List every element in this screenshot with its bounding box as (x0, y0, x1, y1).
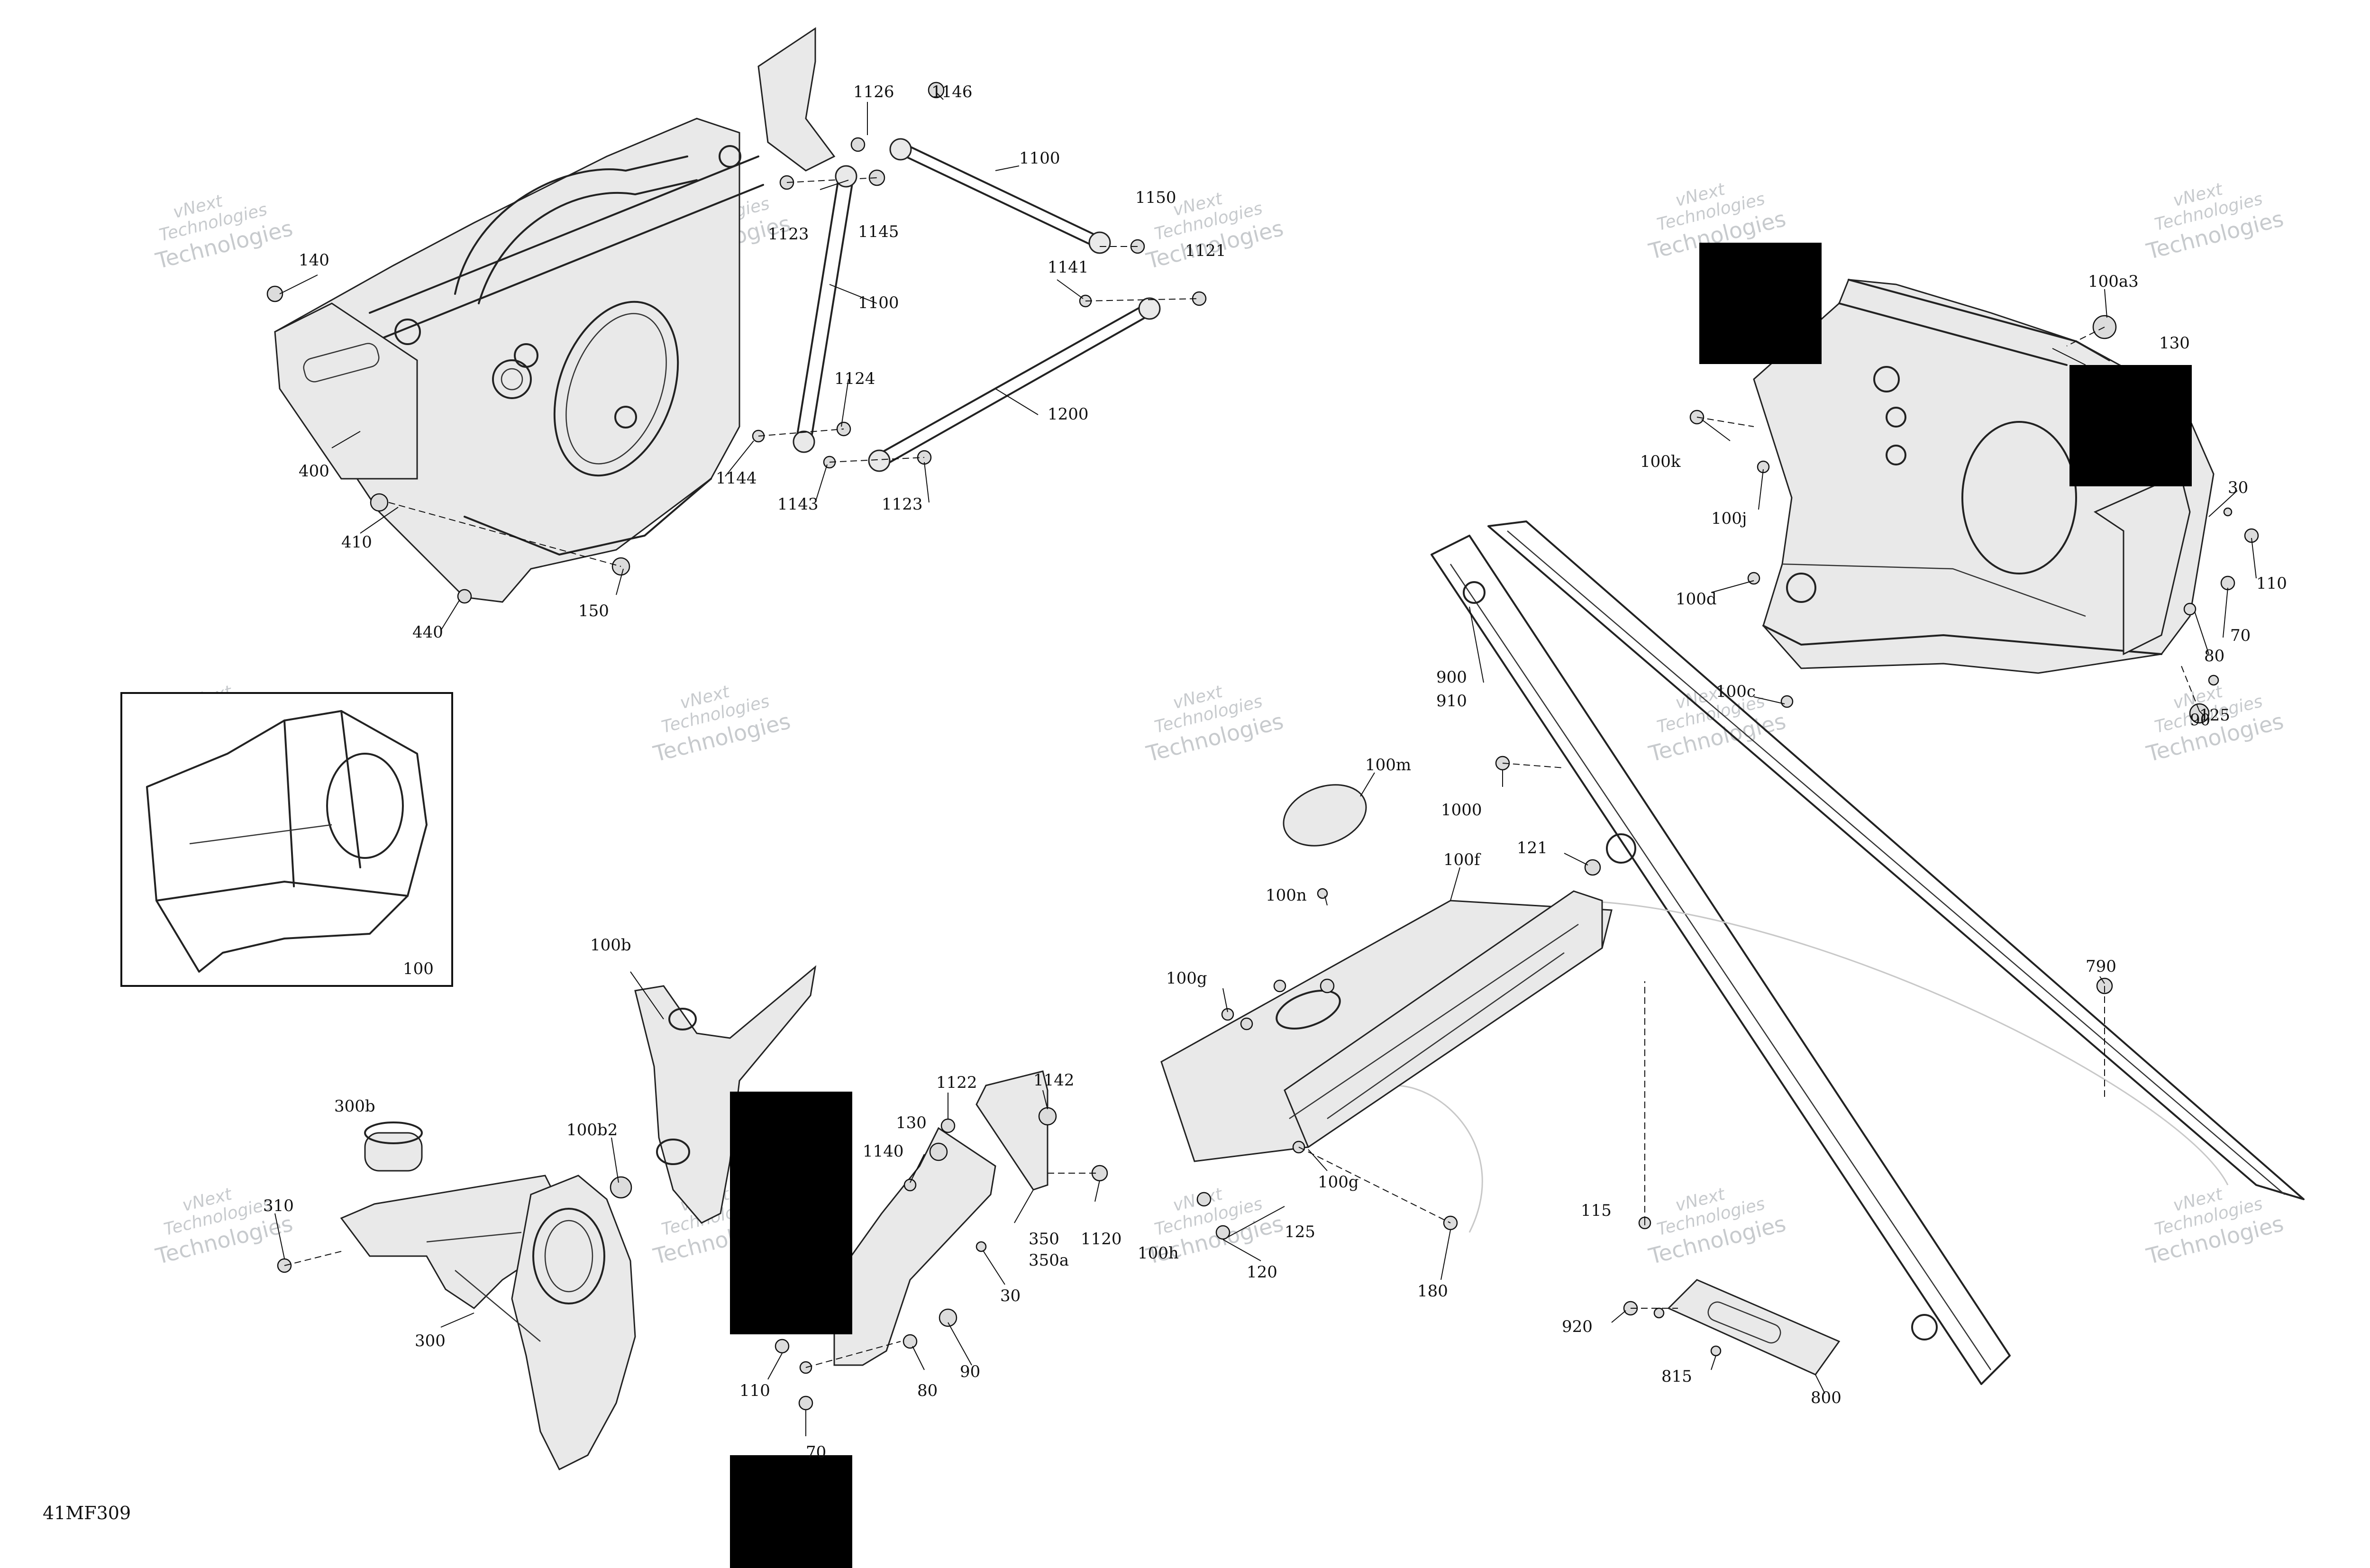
callout: 440 (412, 623, 443, 642)
callout: 100g (1166, 969, 1207, 988)
callout: 300 (415, 1331, 446, 1350)
callout: 80 (917, 1381, 938, 1400)
strut-1200 (868, 297, 1161, 472)
callout: 1000 (1441, 801, 1482, 820)
callout: 1100 (1019, 149, 1060, 168)
callout: 125 (1285, 1222, 1315, 1241)
redaction-block (2069, 365, 2192, 486)
inset-frame-100 (120, 692, 453, 987)
callout: 140 (299, 251, 329, 270)
callout: 1141 (1048, 258, 1089, 277)
callout: 1123 (768, 225, 809, 244)
callout: 1123 (882, 495, 923, 514)
strut-fasteners (752, 239, 1207, 469)
strut-1100-vertical (793, 165, 857, 453)
watermark: vNext Technologies Technologies (1646, 1184, 1788, 1269)
callout: 1121 (1185, 241, 1226, 260)
side-rails-900-910 (1374, 520, 2305, 1385)
callout: 1100 (858, 293, 899, 312)
callout: 1144 (716, 469, 757, 488)
callout: 100b (590, 936, 631, 955)
callout: 1142 (1033, 1071, 1075, 1090)
callout: 1140 (863, 1142, 904, 1161)
callout: 125 (2199, 706, 2230, 725)
callout: 130 (896, 1113, 927, 1132)
callout: 100d (1676, 590, 1717, 609)
link-350 (775, 1070, 1108, 1411)
callout: 70 (806, 1443, 826, 1462)
callout: 100j (1711, 509, 1747, 528)
callout: 400 (299, 462, 329, 481)
callout: 110 (2256, 574, 2287, 593)
redaction-block (730, 1092, 852, 1334)
callout: 100m (1365, 756, 1411, 775)
callout: 1146 (931, 82, 973, 101)
callout: 80 (2204, 647, 2224, 665)
callout: 1200 (1048, 405, 1089, 424)
watermark: vNext Technologies Technologies (650, 682, 793, 767)
strut-1100-diagonal (889, 138, 1111, 254)
watermark: vNext Technologies Technologies (1143, 682, 1286, 767)
callout: 90 (2190, 711, 2210, 729)
callout: 100c (1716, 682, 1756, 701)
callout: 90 (960, 1362, 980, 1381)
callout: 815 (1661, 1367, 1692, 1386)
redaction-block (730, 1455, 852, 1568)
callout: 30 (1000, 1286, 1021, 1305)
callout: 800 (1811, 1388, 1841, 1407)
watermark: vNext Technologies Technologies (153, 1184, 295, 1269)
drawing-code: 41MF309 (43, 1503, 131, 1523)
callout: 300b (334, 1097, 375, 1116)
floor-plate-100f (1160, 784, 1613, 1162)
callout: 350a (1029, 1251, 1069, 1270)
bracket-800 (1623, 1279, 1841, 1376)
callout: 180 (1417, 1282, 1448, 1301)
swingarm-300 (340, 1121, 636, 1471)
callout: 1145 (858, 222, 899, 241)
inset-label: 100 (403, 959, 434, 978)
callout: 150 (578, 602, 609, 620)
callout: 1122 (936, 1073, 977, 1092)
callout: 100b2 (566, 1121, 618, 1140)
callout: 350 (1029, 1230, 1059, 1249)
callout: 110 (739, 1381, 770, 1400)
callout: 910 (1436, 692, 1467, 711)
callout: 121 (1517, 839, 1548, 857)
callout: 100n (1266, 886, 1307, 905)
callout: 30 (2228, 478, 2248, 497)
callout: 70 (2230, 626, 2251, 645)
callout: 115 (1581, 1201, 1612, 1220)
callout: 920 (1562, 1317, 1593, 1336)
watermark: vNext Technologies Technologies (2143, 179, 2286, 264)
callout: 120 (1247, 1263, 1277, 1282)
callout: 100h (1138, 1244, 1179, 1263)
callout: 100a3 (2088, 272, 2139, 291)
callout: 1150 (1135, 188, 1176, 207)
callout: 100k (1640, 452, 1681, 471)
bracket-100b (610, 965, 817, 1224)
callout: 900 (1436, 668, 1467, 687)
watermark: vNext Technologies Technologies (153, 191, 295, 274)
callout: 1126 (853, 82, 894, 101)
callout: 790 (2086, 957, 2116, 976)
callout: 1124 (834, 369, 875, 388)
callout: 100g (1318, 1173, 1359, 1192)
callout-labels: 1126 1146 1100 1150 1121 1145 1123 1100 … (43, 82, 2287, 1523)
front-frame-assembly (274, 27, 836, 603)
callout: 100f (1443, 850, 1481, 869)
callout: 1120 (1081, 1230, 1122, 1249)
callout: 1143 (777, 495, 819, 514)
watermark: vNext Technologies Technologies (1143, 189, 1286, 274)
callout: 130 (2159, 334, 2190, 353)
callout: 410 (341, 533, 372, 552)
leader-lines (274, 92, 2257, 1436)
callout: 310 (263, 1196, 294, 1215)
redaction-block (1699, 243, 1822, 364)
